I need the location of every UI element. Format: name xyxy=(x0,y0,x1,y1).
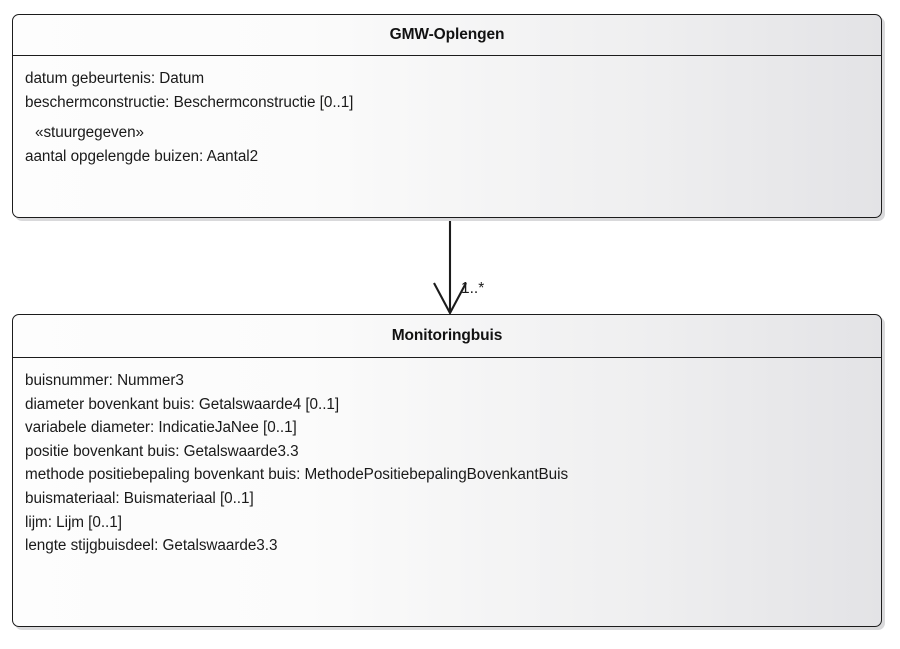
class-header-monitoringbuis: Monitoringbuis xyxy=(13,315,881,358)
class-name-monitoringbuis: Monitoringbuis xyxy=(391,327,503,344)
attribute-row: aantal opgelengde buizen: Aantal2 xyxy=(25,147,259,165)
attribute-row: buisnummer: Nummer3 xyxy=(25,372,184,389)
attribute-row: beschermconstructie: Beschermconstructie… xyxy=(25,93,354,111)
class-box-monitoringbuis[interactable]: Monitoringbuis buisnummer: Nummer3 diame… xyxy=(12,314,882,627)
attribute-row: methode positiebepaling bovenkant buis: … xyxy=(25,466,569,484)
attribute-row: variabele diameter: IndicatieJaNee [0..1… xyxy=(25,419,297,437)
multiplicity-label-target: 1..* xyxy=(461,280,485,297)
class-box-gmw-oplengen[interactable]: GMW-Oplengen datum gebeurtenis: Datum be… xyxy=(12,14,882,218)
attribute-row: positie bovenkant buis: Getalswaarde3.3 xyxy=(25,442,299,460)
class-attributes-monitoringbuis: buisnummer: Nummer3 diameter bovenkant b… xyxy=(13,358,881,568)
attribute-row: lijm: Lijm [0..1] xyxy=(25,513,122,531)
class-header-gmw-oplengen: GMW-Oplengen xyxy=(13,15,881,56)
class-attributes-gmw-oplengen: datum gebeurtenis: Datum beschermconstru… xyxy=(13,56,881,178)
class-name-gmw-oplengen: GMW-Oplengen xyxy=(389,26,505,43)
attribute-stereotype: «stuurgegeven» xyxy=(35,124,145,142)
attribute-row: lengte stijgbuisdeel: Getalswaarde3.3 xyxy=(25,537,278,555)
attribute-row: diameter bovenkant buis: Getalswaarde4 [… xyxy=(25,395,340,413)
attribute-row: datum gebeurtenis: Datum xyxy=(25,70,205,87)
attribute-row: buismateriaal: Buismateriaal [0..1] xyxy=(25,489,254,507)
